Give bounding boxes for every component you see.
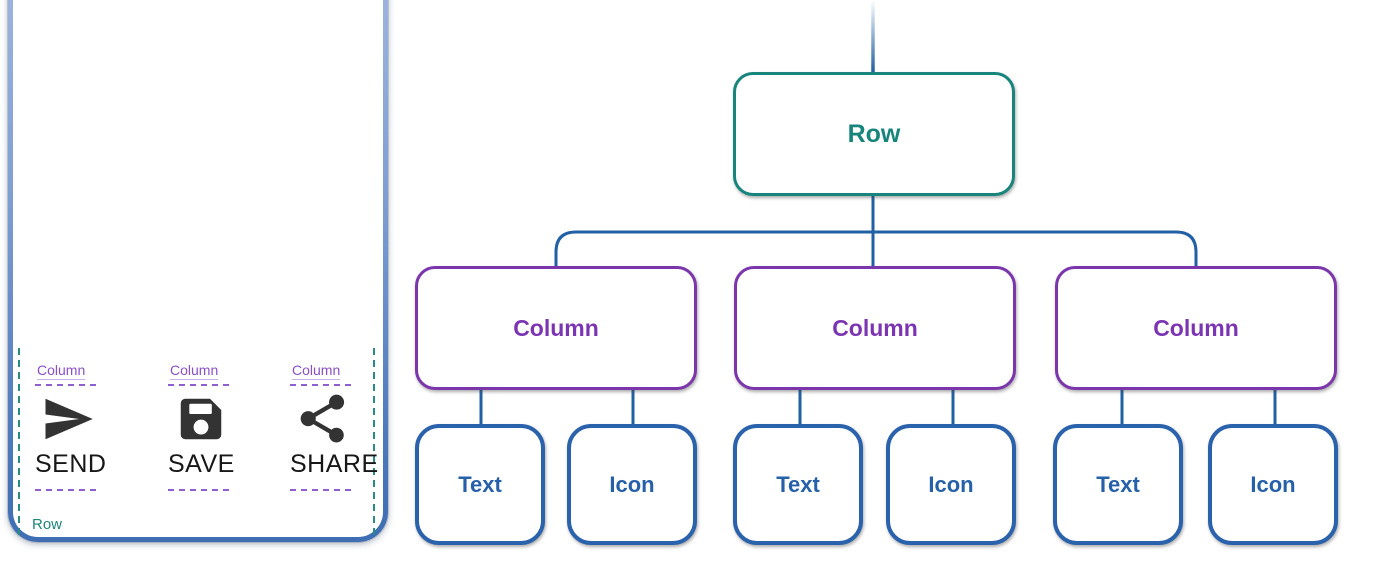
column-dashed-border-top — [290, 384, 356, 386]
row-dashed-border-left — [18, 348, 20, 537]
column-dashed-border-bottom — [290, 489, 356, 491]
column-debug-region-save: Column SAVE — [168, 362, 234, 491]
row-dashed-border-right — [373, 348, 375, 537]
column-dashed-border-bottom — [35, 489, 101, 491]
tree-node-icon-3: Icon — [1208, 424, 1338, 545]
tree-node-column-2: Column — [734, 266, 1016, 390]
connector-row-branches — [554, 230, 1198, 266]
phone-screen — [13, 0, 383, 537]
tree-node-icon-1: Icon — [567, 424, 697, 545]
tree-node-text-2: Text — [733, 424, 863, 545]
tree-node-icon-2: Icon — [886, 424, 1016, 545]
column-debug-region-share: Column SHARE — [290, 362, 379, 491]
column-debug-region-send: Column SEND — [35, 362, 107, 491]
column-dashed-border-top — [35, 384, 101, 386]
column-debug-label: Column — [292, 362, 341, 380]
column-debug-label: Column — [37, 362, 86, 380]
phone-frame — [8, 0, 388, 542]
send-icon — [35, 392, 101, 446]
row-debug-region: Row — [18, 348, 375, 537]
share-caption: SHARE — [290, 450, 379, 478]
tree-node-text-1: Text — [415, 424, 545, 545]
send-caption: SEND — [35, 450, 107, 478]
tree-node-column-3: Column — [1055, 266, 1337, 390]
tree-node-text-3: Text — [1053, 424, 1183, 545]
save-icon — [168, 392, 234, 446]
tree-node-column-1: Column — [415, 266, 697, 390]
column-dashed-border-bottom — [168, 489, 234, 491]
column-dashed-border-top — [168, 384, 234, 386]
tree-node-row: Row — [733, 72, 1015, 196]
share-icon — [290, 392, 356, 446]
column-debug-label: Column — [170, 362, 219, 380]
row-debug-label: Row — [32, 516, 63, 533]
save-caption: SAVE — [168, 450, 235, 478]
